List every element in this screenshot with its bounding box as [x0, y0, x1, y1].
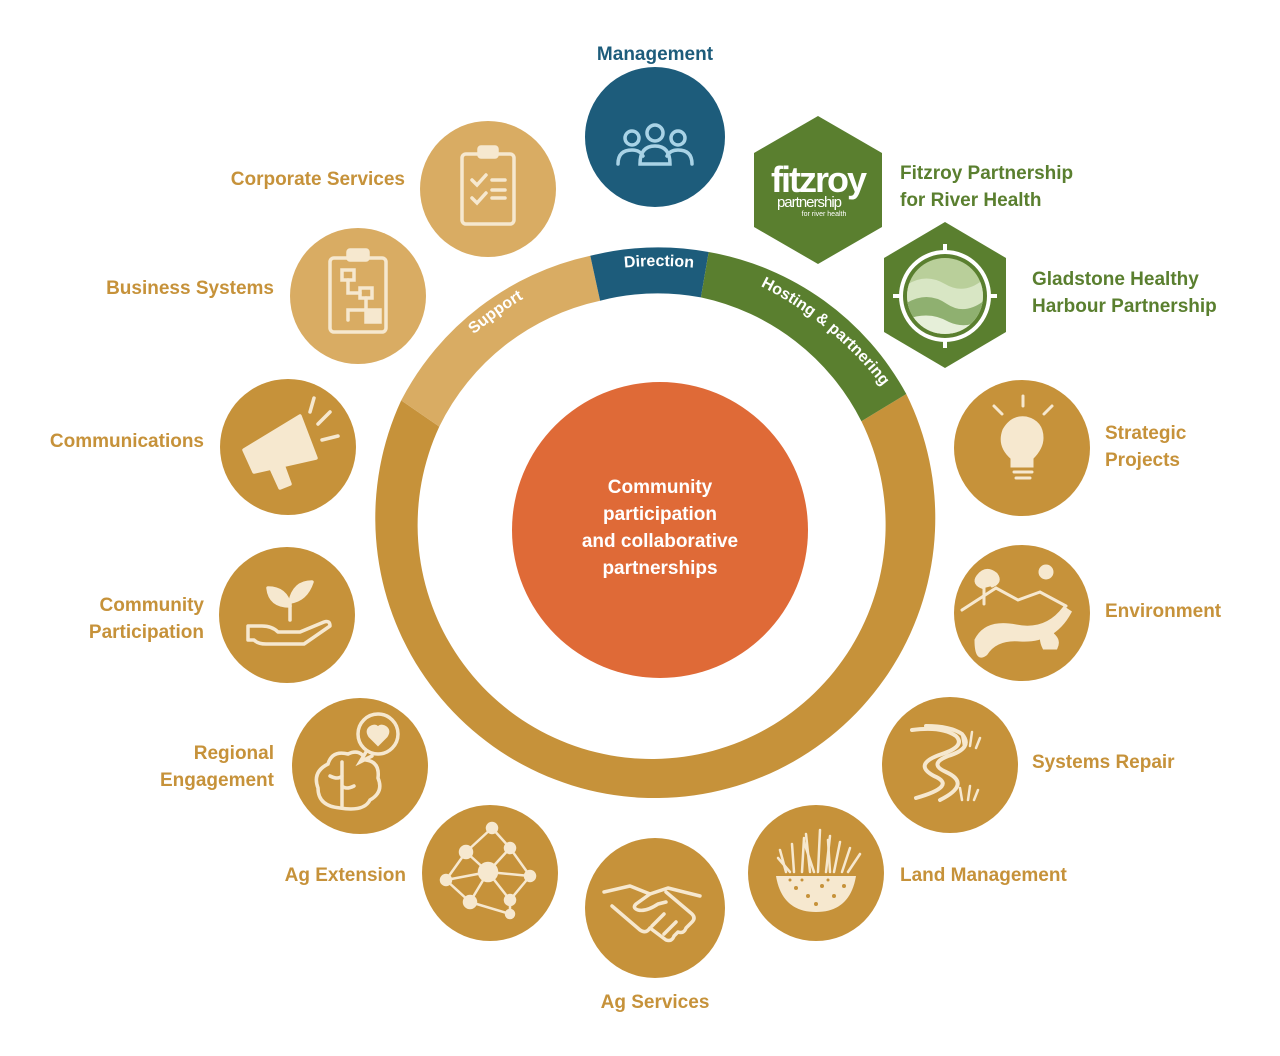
gladstone-harbour-node[interactable] [884, 222, 1006, 368]
ring [375, 247, 936, 799]
systems-repair-label: Systems Repair [1032, 752, 1175, 773]
people-group-icon [616, 123, 694, 166]
environment-node[interactable] [954, 545, 1090, 681]
ag-services-label: Ag Services [600, 992, 710, 1013]
regional-engagement-node[interactable] [292, 698, 428, 834]
ring-label-direction: Direction [623, 253, 694, 272]
ag-extension-label: Ag Extension [284, 865, 406, 886]
systems-repair-node[interactable] [882, 697, 1018, 833]
network-nodes-icon [439, 821, 537, 920]
business-systems-label: Business Systems [106, 278, 274, 299]
fitzroy-logo: fitzroy partnership for river health [771, 159, 869, 218]
handshake-icon [602, 884, 702, 943]
management-label: Management [596, 44, 714, 65]
communications-label: Communications [49, 431, 204, 452]
landscape-kangaroo-icon [960, 564, 1072, 658]
soil-grass-icon [776, 828, 862, 912]
megaphone-icon [242, 396, 340, 490]
lightbulb-icon [992, 394, 1054, 480]
communications-node[interactable] [220, 379, 356, 515]
community-participation-label: Community Participation [88, 595, 204, 643]
center-circle [512, 382, 808, 678]
ring-segment-direction[interactable] [590, 247, 709, 301]
svg-text:fitzroy: fitzroy [771, 159, 867, 200]
business-systems-node[interactable] [290, 228, 426, 364]
gladstone-harbour-label: Gladstone Healthy Harbour Partnership [1032, 269, 1217, 317]
land-management-node[interactable] [748, 805, 884, 941]
ring-segment-hosting[interactable] [700, 252, 907, 422]
management-node[interactable] [585, 67, 725, 207]
corporate-services-node[interactable] [420, 121, 556, 257]
svg-text:for river health: for river health [802, 211, 847, 218]
fitzroy-partnership-label: Fitzroy Partnership for River Health [900, 163, 1074, 211]
plant-in-hand-icon [246, 580, 332, 646]
environment-label: Environment [1105, 601, 1222, 622]
community-participation-node[interactable] [219, 547, 355, 683]
clipboard-checklist-icon [460, 145, 516, 226]
svg-text:partnership: partnership [777, 194, 842, 211]
brain-heart-icon [314, 712, 400, 811]
regional-engagement-label: Regional Engagement [159, 743, 274, 791]
ring-segment-delivery[interactable] [375, 394, 936, 799]
strategic-projects-node[interactable] [954, 380, 1090, 516]
winding-river-icon [910, 724, 982, 802]
ring-label-hosting: Hosting & partnering [759, 274, 893, 388]
land-management-label: Land Management [900, 865, 1067, 886]
center-statement: Community participation and collaborativ… [581, 477, 739, 579]
fitzroy-partnership-node[interactable]: fitzroy partnership for river health [754, 116, 882, 264]
ring-label-delivery: Delivery [629, 809, 692, 827]
flowchart-clipboard-icon [328, 248, 388, 334]
ag-services-node[interactable] [585, 838, 725, 978]
ring-segment-support[interactable] [401, 255, 601, 427]
ag-extension-node[interactable] [422, 805, 558, 941]
corporate-services-label: Corporate Services [230, 169, 405, 190]
strategic-projects-label: Strategic Projects [1105, 423, 1187, 471]
